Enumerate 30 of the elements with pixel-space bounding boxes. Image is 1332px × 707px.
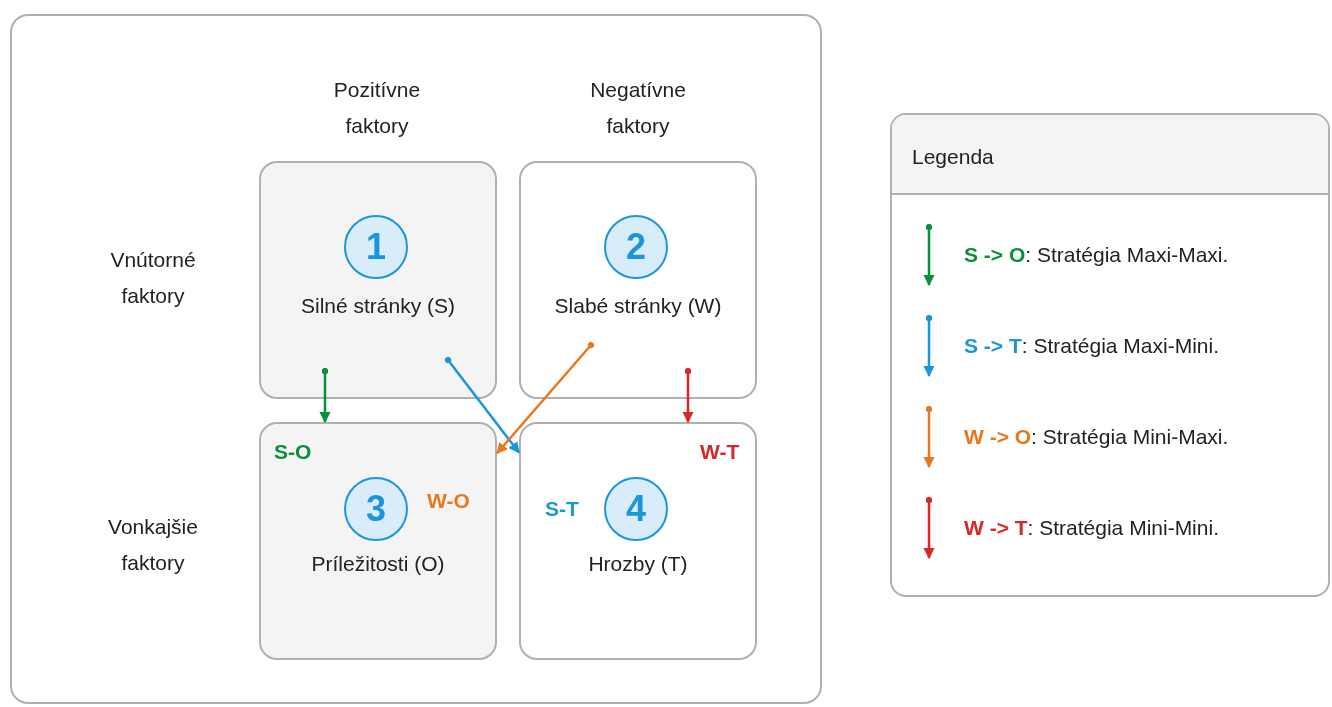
- quadrant-box: [519, 422, 757, 660]
- legend-text: W -> O: Stratégia Mini-Maxi.: [964, 425, 1229, 449]
- arrow: [682, 367, 694, 424]
- column-heading: Pozitívne faktory: [332, 77, 422, 139]
- legend-text: S -> T: Stratégia Maxi-Mini.: [964, 334, 1219, 358]
- row-heading: Vnútorné faktory: [109, 247, 197, 309]
- edge-label: W-T: [700, 440, 740, 464]
- arrow: [444, 356, 520, 454]
- legend-text: W -> T: Stratégia Mini-Mini.: [964, 516, 1219, 540]
- quadrant-title: Silné stránky (S): [299, 294, 456, 318]
- edge-label: W-O: [427, 489, 470, 513]
- column-heading: Negatívne faktory: [589, 77, 687, 139]
- quadrant-title: Slabé stránky (W): [553, 294, 723, 318]
- edge-label: S-O: [274, 440, 312, 464]
- quadrant-box: [519, 161, 757, 399]
- number-circle: 3: [344, 477, 408, 541]
- legend-text: S -> O: Stratégia Maxi-Maxi.: [964, 243, 1229, 267]
- quadrant-title: Príležitosti (O): [310, 552, 446, 576]
- number-circle: 1: [344, 215, 408, 279]
- arrow: [496, 341, 595, 455]
- legend-title: Legenda: [912, 145, 994, 169]
- arrow: [319, 367, 331, 424]
- quadrant-title: Hrozby (T): [587, 552, 689, 576]
- row-heading: Vonkajšie faktory: [107, 514, 199, 576]
- number-circle: 2: [604, 215, 668, 279]
- matrix-panel: [10, 14, 822, 704]
- number-circle: 4: [604, 477, 668, 541]
- quadrant-box: [259, 422, 497, 660]
- edge-label: S-T: [545, 497, 579, 521]
- quadrant-box: [259, 161, 497, 399]
